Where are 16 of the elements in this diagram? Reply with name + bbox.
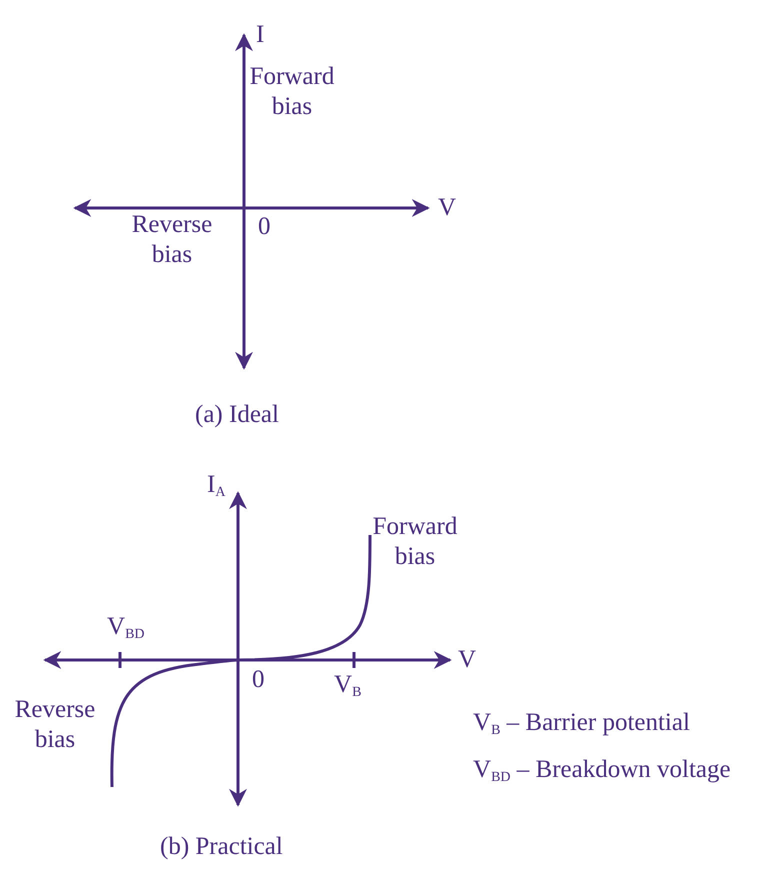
- tick-label: V$_{B}$: [334, 670, 362, 702]
- region-label: Forward bias: [248, 62, 336, 122]
- axis-label: I$_{A}$: [207, 470, 226, 502]
- caption: (b) Practical: [160, 832, 283, 862]
- axis-label: V: [458, 645, 476, 675]
- origin-label: 0: [252, 665, 264, 695]
- axis-label: I: [256, 20, 264, 50]
- legend-text: V$_{BD}$ – Breakdown voltage: [473, 755, 731, 787]
- caption: (a) Ideal: [195, 400, 279, 430]
- axis-label: V: [438, 193, 456, 223]
- origin-label: 0: [258, 212, 270, 242]
- region-label: Forward bias: [372, 512, 458, 572]
- tick-label: V$_{BD}$: [107, 612, 145, 644]
- legend-text: V$_{B}$ – Barrier potential: [473, 708, 690, 740]
- region-label: Reverse bias: [14, 695, 96, 755]
- region-label: Reverse bias: [130, 210, 214, 270]
